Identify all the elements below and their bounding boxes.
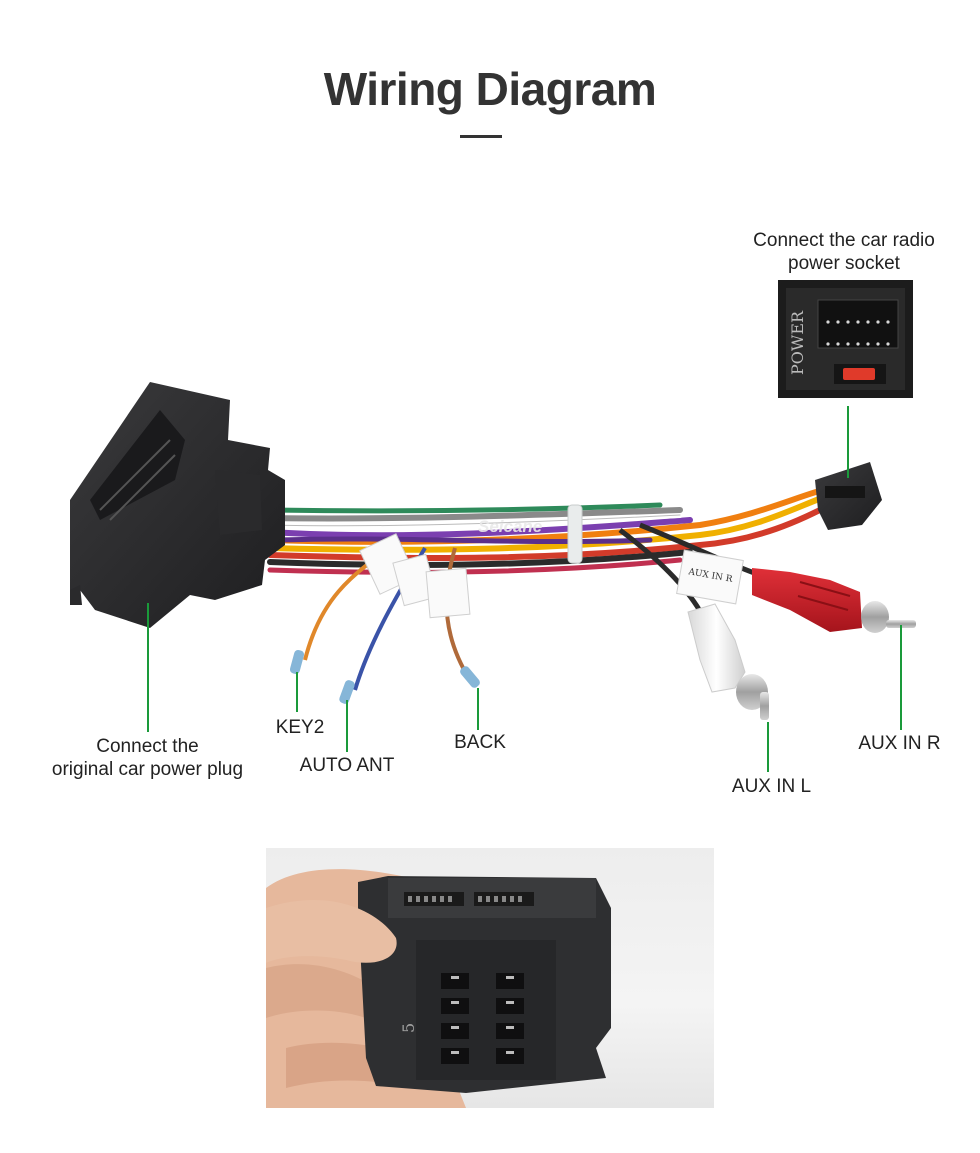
radio-socket-connector [815, 462, 882, 530]
key2-terminal [289, 650, 305, 674]
rca-white-plug [687, 603, 769, 720]
connector-pin-mark: 5 [399, 1023, 418, 1033]
radio-socket-label-line1: Connect the car radio [753, 230, 935, 251]
back-terminal [460, 666, 480, 688]
aux-in-l-label: AUX IN L [731, 776, 812, 797]
key2-label: KEY2 [275, 717, 325, 738]
socket-inset-text: POWER [788, 310, 807, 375]
rca-red-plug [752, 568, 916, 633]
auto-ant-terminal [339, 680, 355, 704]
power-plug-label-line1: Connect the [96, 736, 199, 757]
wiring-diagram-illustration: AUX IN R Seicane [70, 280, 916, 772]
socket-inset-photo: POWER [778, 280, 913, 398]
connector-closeup-illustration: 5 [266, 869, 611, 1108]
watermark-text: Seicane [478, 517, 542, 536]
power-plug-label: Connect the original car power plug [40, 735, 255, 781]
back-wire [444, 547, 472, 682]
aux-in-r-label: AUX IN R [858, 733, 941, 754]
power-plug-label-line2: original car power plug [51, 759, 244, 780]
auto-ant-label: AUTO ANT [299, 755, 395, 776]
radio-socket-label-line2: power socket [788, 253, 900, 274]
page-title: Wiring Diagram [323, 63, 657, 115]
wire-tags: AUX IN R [359, 533, 744, 619]
back-label: BACK [454, 732, 506, 753]
radio-socket-label: Connect the car radio power socket [744, 229, 944, 275]
leader-lines [147, 406, 902, 772]
title-underline [460, 135, 502, 138]
connector-closeup-photo: 5 [266, 848, 714, 1108]
car-plug-connector [70, 382, 285, 628]
wire-bundle [267, 485, 833, 575]
